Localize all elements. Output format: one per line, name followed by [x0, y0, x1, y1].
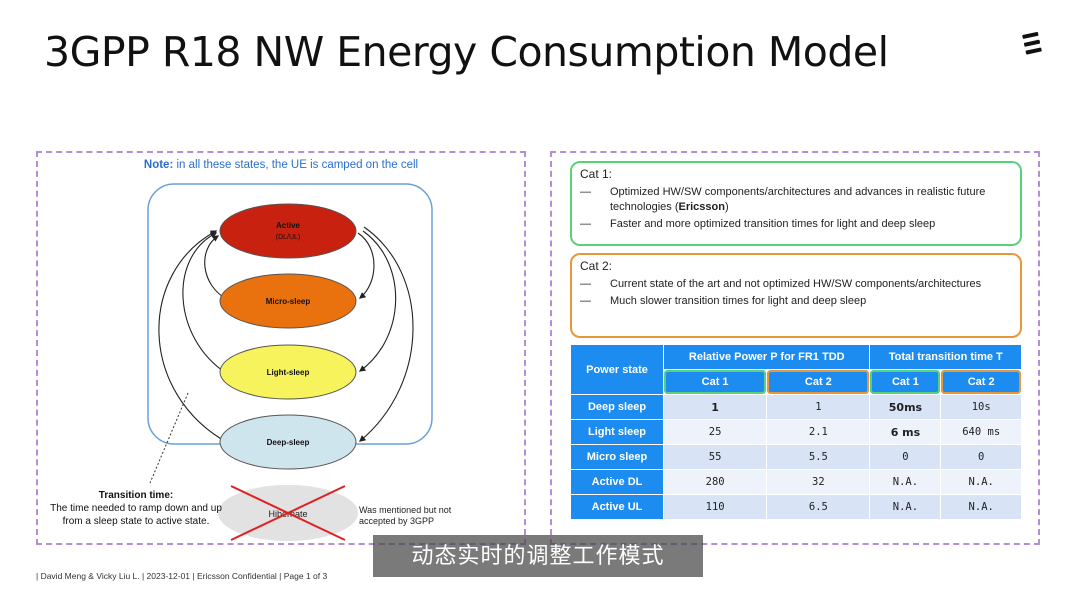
ericsson-logo-icon: [1022, 31, 1042, 55]
state-deep-sleep: [219, 414, 357, 470]
cat2-box: Cat 2: — Current state of the art and no…: [570, 253, 1022, 338]
transition-leader-line: [149, 392, 189, 484]
state-micro-sleep: [219, 273, 357, 329]
list-item: — Current state of the art and not optim…: [580, 278, 982, 290]
hibernate-mention: Was mentioned but not accepted by 3GPP: [359, 505, 452, 526]
list-item: — Much slower transition times for light…: [580, 295, 867, 307]
power-state-table: Power state Relative Power P for FR1 TDD…: [570, 344, 1022, 520]
state-deep-sleep-label: Deep-sleep: [267, 438, 310, 447]
table-row: Deep sleep 1 1 50ms 10s: [571, 395, 1021, 419]
table-row: Light sleep 25 2.1 6 ms 640 ms: [571, 420, 1021, 444]
video-subtitle: 动态实时的调整工作模式: [373, 535, 703, 577]
transition-arrows: [158, 226, 414, 444]
col-cat2-power: Cat 2: [767, 370, 870, 394]
col-power-state: Power state: [571, 345, 663, 394]
categories-panel: Cat 1: — Optimized HW/SW components/arch…: [550, 151, 1040, 545]
state-active: [219, 203, 357, 259]
list-item: — Optimized HW/SW components/architectur…: [580, 186, 986, 213]
state-active-sub: (DL/UL): [276, 234, 301, 241]
state-diagram-panel: Note: in all these states, the UE is cam…: [36, 151, 526, 545]
col-cat1-power: Cat 1: [664, 370, 767, 394]
cat1-box: Cat 1: — Optimized HW/SW components/arch…: [570, 161, 1022, 246]
state-active-label: Active: [276, 221, 301, 230]
power-state-diagram: Active (DL/UL) Micro-sleep Light-sleep D…: [147, 183, 433, 541]
table-row: Active DL 280 32 N.A. N.A.: [571, 470, 1021, 494]
transition-time-note: Transition time: The time needed to ramp…: [50, 490, 222, 527]
diagram-note: Note: in all these states, the UE is cam…: [143, 159, 419, 171]
list-item: — Faster and more optimized transition t…: [580, 218, 936, 230]
state-micro-sleep-label: Micro-sleep: [266, 297, 311, 306]
col-cat1-time: Cat 1: [870, 370, 941, 394]
state-light-sleep: [219, 344, 357, 400]
col-group-time: Total transition time T: [870, 345, 1021, 369]
table-row: Active UL 110 6.5 N.A. N.A.: [571, 495, 1021, 519]
footer: | David Meng & Vicky Liu L. | 2023-12-01…: [36, 571, 328, 581]
col-cat2-time: Cat 2: [941, 370, 1021, 394]
table-row: Micro sleep 55 5.5 0 0: [571, 445, 1021, 469]
page-title: 3GPP R18 NW Energy Consumption Model: [44, 28, 889, 76]
state-light-sleep-label: Light-sleep: [267, 368, 310, 377]
col-group-power: Relative Power P for FR1 TDD: [664, 345, 870, 369]
